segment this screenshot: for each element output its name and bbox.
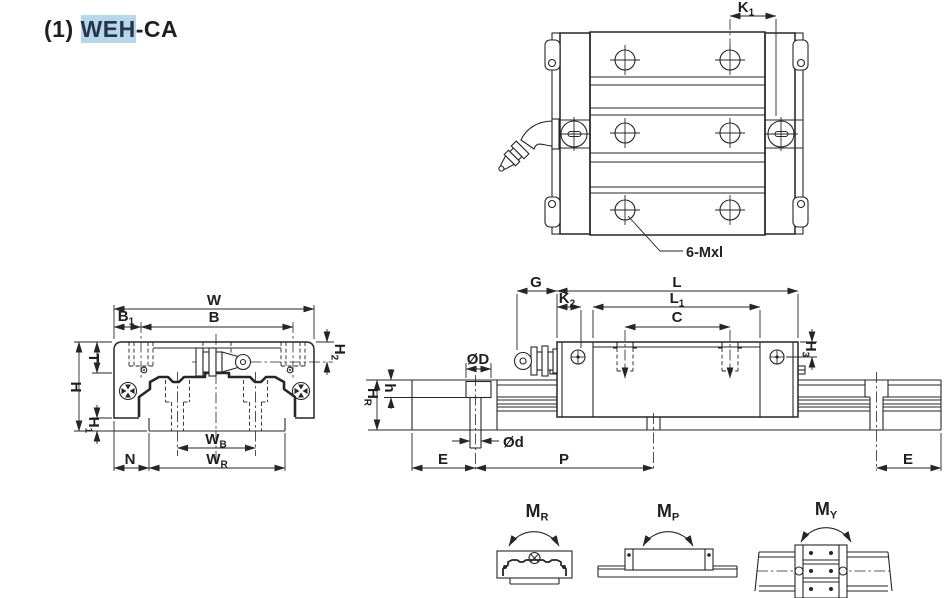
dim-label-b1: B1 (118, 308, 135, 328)
page-title: (1) WEH-CA (44, 15, 179, 43)
dim-label-h: H (67, 382, 84, 393)
front-view-drawing: W B B1 T H H1 H2 WB WR N (67, 292, 349, 472)
mounting-holes (610, 45, 745, 225)
corner-clips (544, 39, 809, 228)
grease-nipple-top (498, 118, 560, 172)
seal-profile (137, 371, 297, 417)
top-view-drawing: K1 6-Mxl (498, 0, 809, 261)
moment-label-mr: MR (526, 501, 549, 524)
dim-label-dia-D: ØD (467, 351, 490, 368)
dim-label-k1: K1 (738, 0, 755, 19)
cap-screw-right (769, 349, 785, 365)
dim-label-c: C (672, 309, 683, 326)
end-port-left (558, 117, 591, 151)
title-suffix: -CA (135, 16, 179, 42)
side-screw-left (118, 381, 138, 401)
dim-label-h3: H3 (800, 341, 820, 358)
dim-label-h2: H2 (329, 344, 349, 361)
moment-label-my: MY (815, 499, 838, 522)
title-highlighted-text: WEH (80, 15, 136, 43)
dim-label-wr: WR (206, 451, 228, 471)
moment-label-mp: MP (657, 501, 679, 524)
cap-screw-left (570, 349, 586, 365)
tapped-holes-side (613, 330, 742, 379)
dim-label-w: W (207, 292, 222, 309)
dim-label-t: T (85, 353, 102, 362)
carriage-block-side (556, 341, 799, 418)
dim-label-hr: HR (362, 388, 382, 407)
dim-label-k2: K2 (559, 290, 576, 310)
dim-label-e-right: E (903, 451, 913, 468)
grease-nipple-front (195, 347, 252, 377)
thread-note-label: 6-Mxl (686, 245, 723, 261)
dim-label-g: G (530, 274, 542, 291)
side-view-dimensions: G L L1 K2 C H3 ØD h HR Ød E P E (362, 274, 942, 472)
rail-hole-right (864, 380, 889, 430)
moment-roll-diagram: MR (496, 501, 573, 585)
end-port-right (764, 117, 798, 151)
rail-bolt-holes-hidden (165, 380, 268, 431)
dim-label-e-left: E (438, 451, 448, 468)
dim-label-wb: WB (205, 431, 226, 451)
rail-bolt (465, 375, 492, 471)
title-prefix: (1) (44, 16, 74, 42)
front-view-dimensions: W B B1 T H H1 H2 WB WR N (67, 292, 349, 472)
dim-label-l1: L1 (670, 290, 685, 310)
dim-label-l: L (672, 274, 681, 291)
moment-yaw-diagram: MY (754, 499, 893, 598)
dim-label-h1: H1 (83, 417, 103, 434)
grease-nipple-side (513, 345, 558, 377)
dim-label-h-bolt: h (381, 383, 398, 392)
thread-note: 6-Mxl (627, 215, 723, 261)
dim-label-dia-d: Ød (503, 434, 524, 451)
dim-label-b: B (209, 309, 220, 326)
moment-pitch-diagram: MP (597, 501, 738, 578)
side-view-drawing: G L L1 K2 C H3 ØD h HR Ød E P E (362, 274, 942, 472)
dim-k1: K1 (729, 0, 777, 116)
dim-label-n: N (125, 451, 136, 468)
dim-label-p: P (559, 451, 569, 468)
side-screw-right (291, 381, 311, 401)
